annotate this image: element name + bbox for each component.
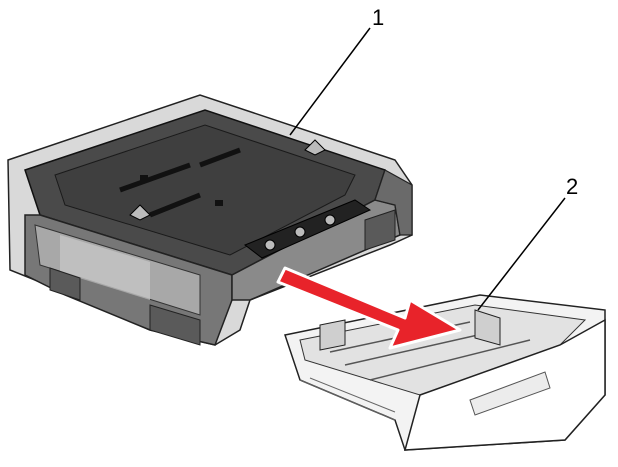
tray-rail-2 <box>344 329 501 366</box>
connector-gear-1 <box>264 239 276 251</box>
housing-connector <box>244 199 372 259</box>
connector-gear-3 <box>324 214 336 226</box>
deck-slot-2 <box>199 147 241 168</box>
deck-slot-3 <box>149 192 201 218</box>
housing-foot-right <box>364 209 396 251</box>
deck-clip-left <box>129 204 151 221</box>
housing-top-plate <box>54 124 356 256</box>
tray-rail-3 <box>369 339 531 381</box>
deck-square-2 <box>215 200 223 206</box>
tray-handle <box>469 371 551 416</box>
tray-bottom-ribs <box>299 377 396 421</box>
housing-foot-left <box>49 267 81 301</box>
housing-right-side <box>374 169 413 236</box>
deck-slot-1 <box>119 162 191 193</box>
housing-foot-front <box>149 304 201 346</box>
callout-leader-1 <box>289 27 371 136</box>
callout-2-label: 2 <box>566 174 578 199</box>
tray-housing <box>7 94 413 346</box>
callout-1-label: 1 <box>372 5 384 30</box>
tray-width-guide-left <box>319 319 346 351</box>
housing-front-highlight <box>60 235 150 300</box>
tray-width-guide-right <box>474 309 501 346</box>
paper-tray <box>284 294 606 451</box>
deck-clip-right <box>304 139 326 156</box>
deck-square-1 <box>140 175 148 181</box>
callout-leader-2 <box>477 197 566 311</box>
tray-front-face <box>404 318 606 451</box>
connector-gear-2 <box>294 226 306 238</box>
insertion-arrow <box>276 266 462 350</box>
